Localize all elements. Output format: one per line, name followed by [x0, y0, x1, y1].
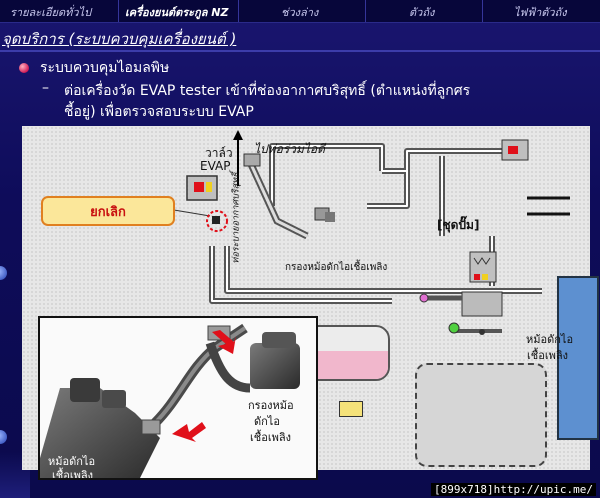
- top-nav: รายละเอียดทั่วไป เครื่องยนต์ตระกูล NZ ช่…: [0, 0, 600, 23]
- nav-tab-general[interactable]: รายละเอียดทั่วไป: [10, 6, 92, 19]
- bullet-text: ระบบควบคุมไอมลพิษ: [40, 60, 170, 76]
- canister-label-line1: หม้อดักไอ: [526, 333, 574, 346]
- fuel-filter-label: กรองหม้อดักไอเชื้อเพลิง: [285, 262, 388, 273]
- evap-diagram-panel: วาล์ว EVAP ไปท่อร่วมไอดี ท่อระบายอากาศบร…: [22, 126, 599, 470]
- pump-module-label: [ชุดปั๊ม]: [437, 218, 480, 232]
- title-divider: [0, 50, 600, 52]
- fuel-filter-block: [339, 401, 363, 417]
- inset-illustration: [40, 323, 300, 478]
- inset-canister-label-2: เชื้อเพลิง: [52, 469, 93, 480]
- side-nav-dot-icon[interactable]: [0, 266, 7, 280]
- canister-column: [557, 276, 599, 440]
- page-title: จุดบริการ (ระบบควบคุมเครื่องยนต์ ): [2, 30, 237, 48]
- valve-label-line2: EVAP: [200, 159, 231, 173]
- valve-label-line1: วาล์ว: [205, 146, 233, 160]
- sub-bullet-line-2: ชี้อยู่) เพื่อตรวจสอบระบบ EVAP: [64, 104, 254, 120]
- inset-canister-label-1: หม้อดักไอ: [48, 455, 96, 468]
- sub-bullet-line-1: ต่อเครื่องวัด EVAP tester เข้าที่ช่องอาก…: [64, 83, 471, 99]
- bullet-icon: [19, 63, 29, 73]
- watermark: [899x718]http://upic.me/: [431, 483, 596, 496]
- nav-tab-body[interactable]: ตัวถัง: [409, 6, 435, 19]
- sub-bullet-dash: –: [42, 80, 49, 96]
- canister-label-line2: เชื้อเพลิง: [527, 349, 568, 362]
- to-intake-label: ไปท่อร่วมไอดี: [254, 142, 325, 156]
- inset-filter-label-3: เชื้อเพลิง: [250, 431, 291, 444]
- nav-tab-body-electrical[interactable]: ไฟฟ้าตัวถัง: [514, 6, 567, 19]
- pump-module-box: [415, 363, 547, 467]
- cancel-callout[interactable]: ยกเลิก: [41, 196, 175, 226]
- nav-tab-nz-engine[interactable]: เครื่องยนต์ตระกูล NZ: [125, 6, 229, 19]
- nav-tab-chassis[interactable]: ช่วงล่าง: [281, 6, 319, 19]
- inset-photo: กรองหม้อ ดักไอ เชื้อเพลิง หม้อดักไอ เชื้…: [38, 316, 318, 480]
- diagram-piping: [173, 130, 570, 335]
- inset-filter-label-1: กรองหม้อ: [248, 399, 294, 412]
- inset-filter-label-2: ดักไอ: [254, 415, 280, 428]
- vent-tube-vertical-label: ท่อระบายอากาศบริสุทธิ์: [231, 172, 242, 264]
- side-nav-dot-icon[interactable]: [0, 430, 7, 444]
